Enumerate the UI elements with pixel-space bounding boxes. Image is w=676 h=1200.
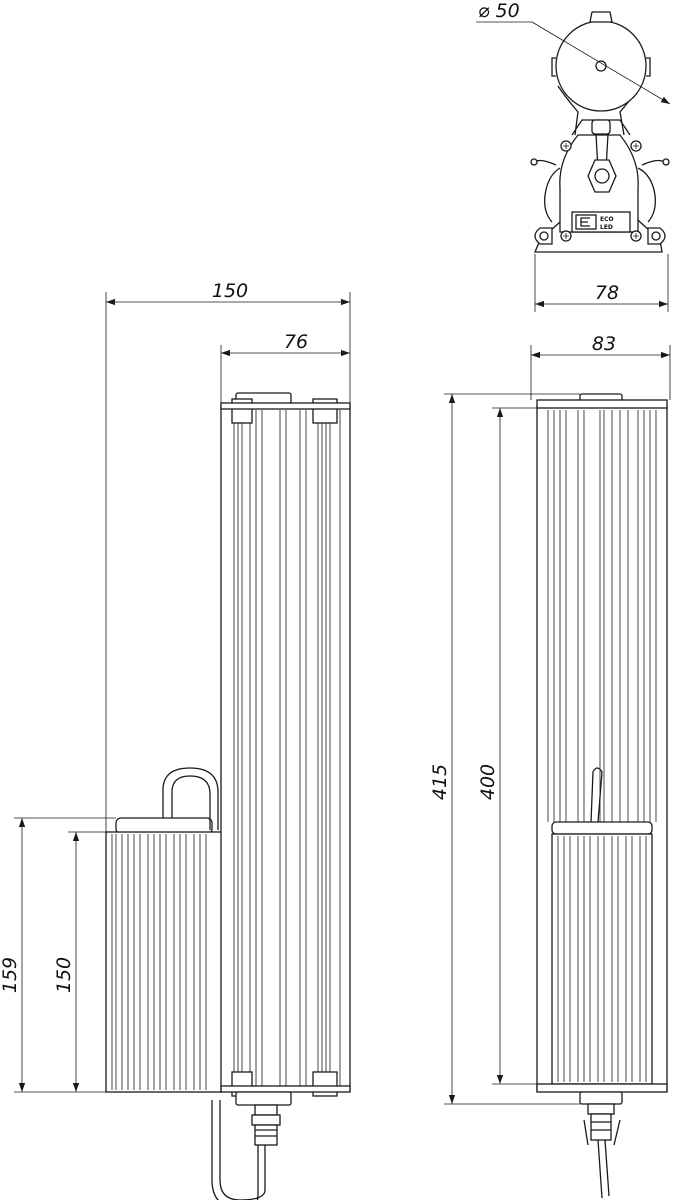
dim-label-d50: ⌀ 50 xyxy=(478,0,520,22)
dim-mount-diameter: ⌀ 50 xyxy=(476,0,671,105)
top-view: ECO LED ⌀ 50 78 xyxy=(476,0,671,312)
cable-gland-front xyxy=(211,1100,281,1200)
dim-label-415: 415 xyxy=(429,764,451,800)
front-view: 150 76 159 150 xyxy=(0,280,351,1200)
dim-housing-depth: 76 xyxy=(220,331,350,404)
logo-text-bottom: LED xyxy=(600,224,613,231)
dim-label-76: 76 xyxy=(284,331,308,353)
dim-side-total-height: 415 xyxy=(429,393,580,1105)
logo-text-top: ECO xyxy=(600,216,614,223)
side-view: 83 415 400 xyxy=(429,333,671,1199)
dim-label-150-box: 150 xyxy=(53,957,75,993)
dim-box-height: 150 xyxy=(53,831,106,1092)
main-housing xyxy=(220,392,351,1106)
dim-base-width: 78 xyxy=(534,254,669,312)
dim-label-78: 78 xyxy=(595,282,619,304)
dim-side-width: 83 xyxy=(530,333,671,400)
dim-label-83: 83 xyxy=(592,333,616,355)
dim-total-height: 159 xyxy=(0,817,116,1093)
dim-side-body-height: 400 xyxy=(477,407,537,1085)
dim-label-159: 159 xyxy=(0,957,21,993)
dim-label-150: 150 xyxy=(212,280,248,302)
cable-loop-top xyxy=(162,767,219,830)
dim-total-depth: 150 xyxy=(105,280,351,832)
dim-label-400: 400 xyxy=(477,764,499,800)
eco-led-logo: ECO LED xyxy=(571,211,631,233)
driver-box xyxy=(105,817,223,1093)
